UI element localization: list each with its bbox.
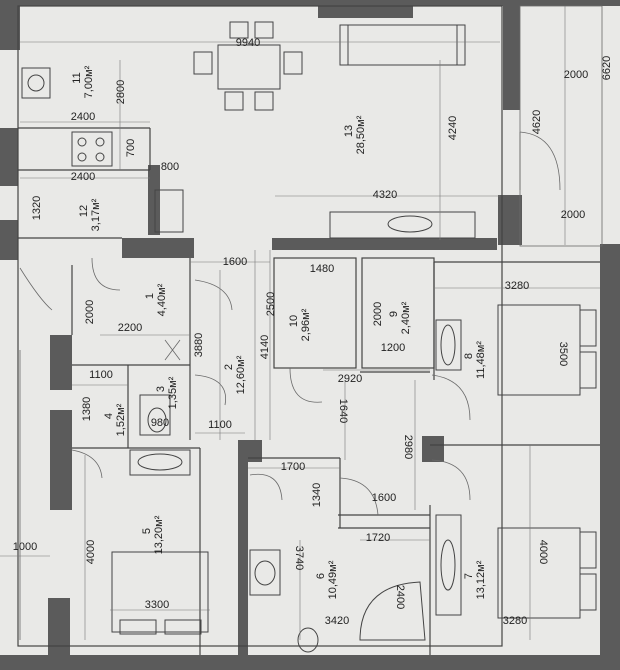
room-labels: 1 4,40м² 2 12,60м² 3 1,35м² 4 1,52м² 5 1… bbox=[71, 65, 487, 599]
room-5-number: 5 bbox=[141, 528, 153, 534]
dim-label: 3420 bbox=[325, 615, 349, 627]
dim-label: 2200 bbox=[118, 322, 142, 334]
dim-label: 4240 bbox=[447, 116, 459, 140]
room-9-number: 9 bbox=[388, 311, 400, 317]
dim-label: 1320 bbox=[31, 196, 43, 220]
room-8-number: 8 bbox=[463, 353, 475, 359]
dim-label: 4000 bbox=[85, 540, 97, 564]
dim-label: 2980 bbox=[402, 435, 414, 459]
room-12-area: 3,17м² bbox=[90, 198, 102, 231]
room-3-number: 3 bbox=[155, 386, 167, 392]
room-2-number: 2 bbox=[223, 364, 235, 370]
dim-label: 2000 bbox=[84, 300, 96, 324]
furniture bbox=[21, 5, 603, 653]
room-4-number: 4 bbox=[103, 413, 115, 419]
room-4-area: 1,52м² bbox=[115, 403, 127, 436]
dimension-labels: 9940 6620 2800 2400 700 800 2400 1320 42… bbox=[13, 37, 613, 627]
dim-label: 1700 bbox=[281, 461, 305, 473]
dim-label: 3740 bbox=[293, 546, 305, 570]
dim-label: 3300 bbox=[145, 599, 169, 611]
room-7-area: 13,12м² bbox=[475, 560, 487, 599]
dim-label: 2400 bbox=[394, 585, 406, 609]
dim-label: 1640 bbox=[337, 399, 349, 423]
dim-label: 1340 bbox=[311, 483, 323, 507]
dim-label: 2400 bbox=[71, 171, 95, 183]
partitions bbox=[17, 5, 600, 655]
room-10-area: 2,96м² bbox=[300, 308, 312, 341]
dim-label: 1380 bbox=[81, 397, 93, 421]
dim-label: 4320 bbox=[373, 189, 397, 201]
room-1-area: 4,40м² bbox=[156, 283, 168, 316]
room-7-number: 7 bbox=[463, 573, 475, 579]
dim-label: 1100 bbox=[89, 369, 113, 381]
dim-label: 2800 bbox=[115, 80, 127, 104]
dim-label: 4000 bbox=[537, 540, 549, 564]
dim-label: 1480 bbox=[310, 263, 334, 275]
room-6-number: 6 bbox=[315, 573, 327, 579]
room-13-number: 13 bbox=[343, 125, 355, 137]
room-6-area: 10,49м² bbox=[327, 560, 339, 599]
room-3-area: 1,35м² bbox=[167, 376, 179, 409]
room-5-area: 13,20м² bbox=[153, 515, 165, 554]
room-12-number: 12 bbox=[78, 205, 90, 217]
dim-label: 1600 bbox=[372, 492, 396, 504]
room-13-area: 28,50м² bbox=[355, 115, 367, 154]
room-11-area: 7,00м² bbox=[83, 65, 95, 98]
dim-label: 3280 bbox=[503, 615, 527, 627]
dim-label: 3280 bbox=[505, 280, 529, 292]
dim-label: 1200 bbox=[381, 342, 405, 354]
dim-label: 1720 bbox=[366, 532, 390, 544]
dim-label: 1600 bbox=[223, 256, 247, 268]
dim-label: 4620 bbox=[531, 110, 543, 134]
dim-label: 1000 bbox=[13, 541, 37, 553]
dim-label: 6620 bbox=[601, 56, 613, 80]
dim-label: 1100 bbox=[208, 419, 232, 431]
dim-label: 700 bbox=[125, 139, 137, 157]
dim-label: 2000 bbox=[564, 69, 588, 81]
dim-label: 800 bbox=[161, 161, 179, 173]
dimension-lines bbox=[0, 6, 600, 640]
dim-label: 2920 bbox=[338, 373, 362, 385]
room-10-number: 10 bbox=[288, 315, 300, 327]
room-11-number: 11 bbox=[71, 72, 83, 83]
dim-label: 3500 bbox=[557, 342, 569, 366]
dim-label: 2500 bbox=[265, 292, 277, 316]
dim-label: 3880 bbox=[193, 333, 205, 357]
dim-label: 2400 bbox=[71, 111, 95, 123]
room-9-area: 2,40м² bbox=[400, 301, 412, 334]
room-8-area: 11,48м² bbox=[475, 341, 487, 379]
dim-label: 4140 bbox=[259, 335, 271, 359]
dim-label: 9940 bbox=[236, 37, 260, 49]
room-2-area: 12,60м² bbox=[235, 355, 247, 394]
dim-label: 980 bbox=[151, 417, 169, 429]
room-1-number: 1 bbox=[144, 293, 156, 299]
dim-label: 2000 bbox=[372, 302, 384, 326]
dim-label: 2000 bbox=[561, 209, 585, 221]
